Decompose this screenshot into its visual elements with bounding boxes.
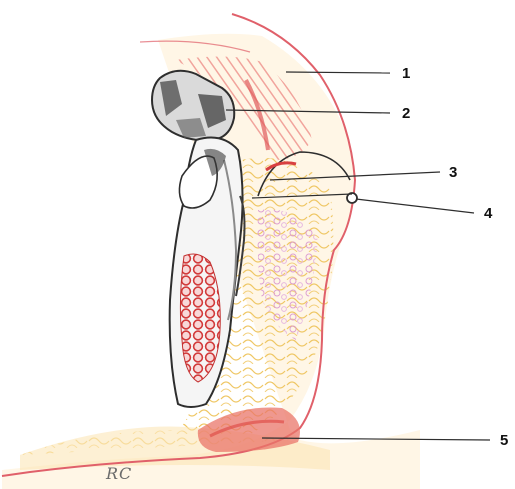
artist-signature: RC: [106, 464, 132, 483]
leader-line-4: [356, 199, 474, 213]
callout-label-1: 1: [402, 66, 410, 81]
callout-label-5: 5: [500, 433, 508, 448]
callout-label-3: 3: [449, 165, 457, 180]
callout-label-2: 2: [402, 106, 410, 121]
callout-label-4: 4: [484, 206, 492, 221]
bone-marrow: [180, 254, 220, 382]
